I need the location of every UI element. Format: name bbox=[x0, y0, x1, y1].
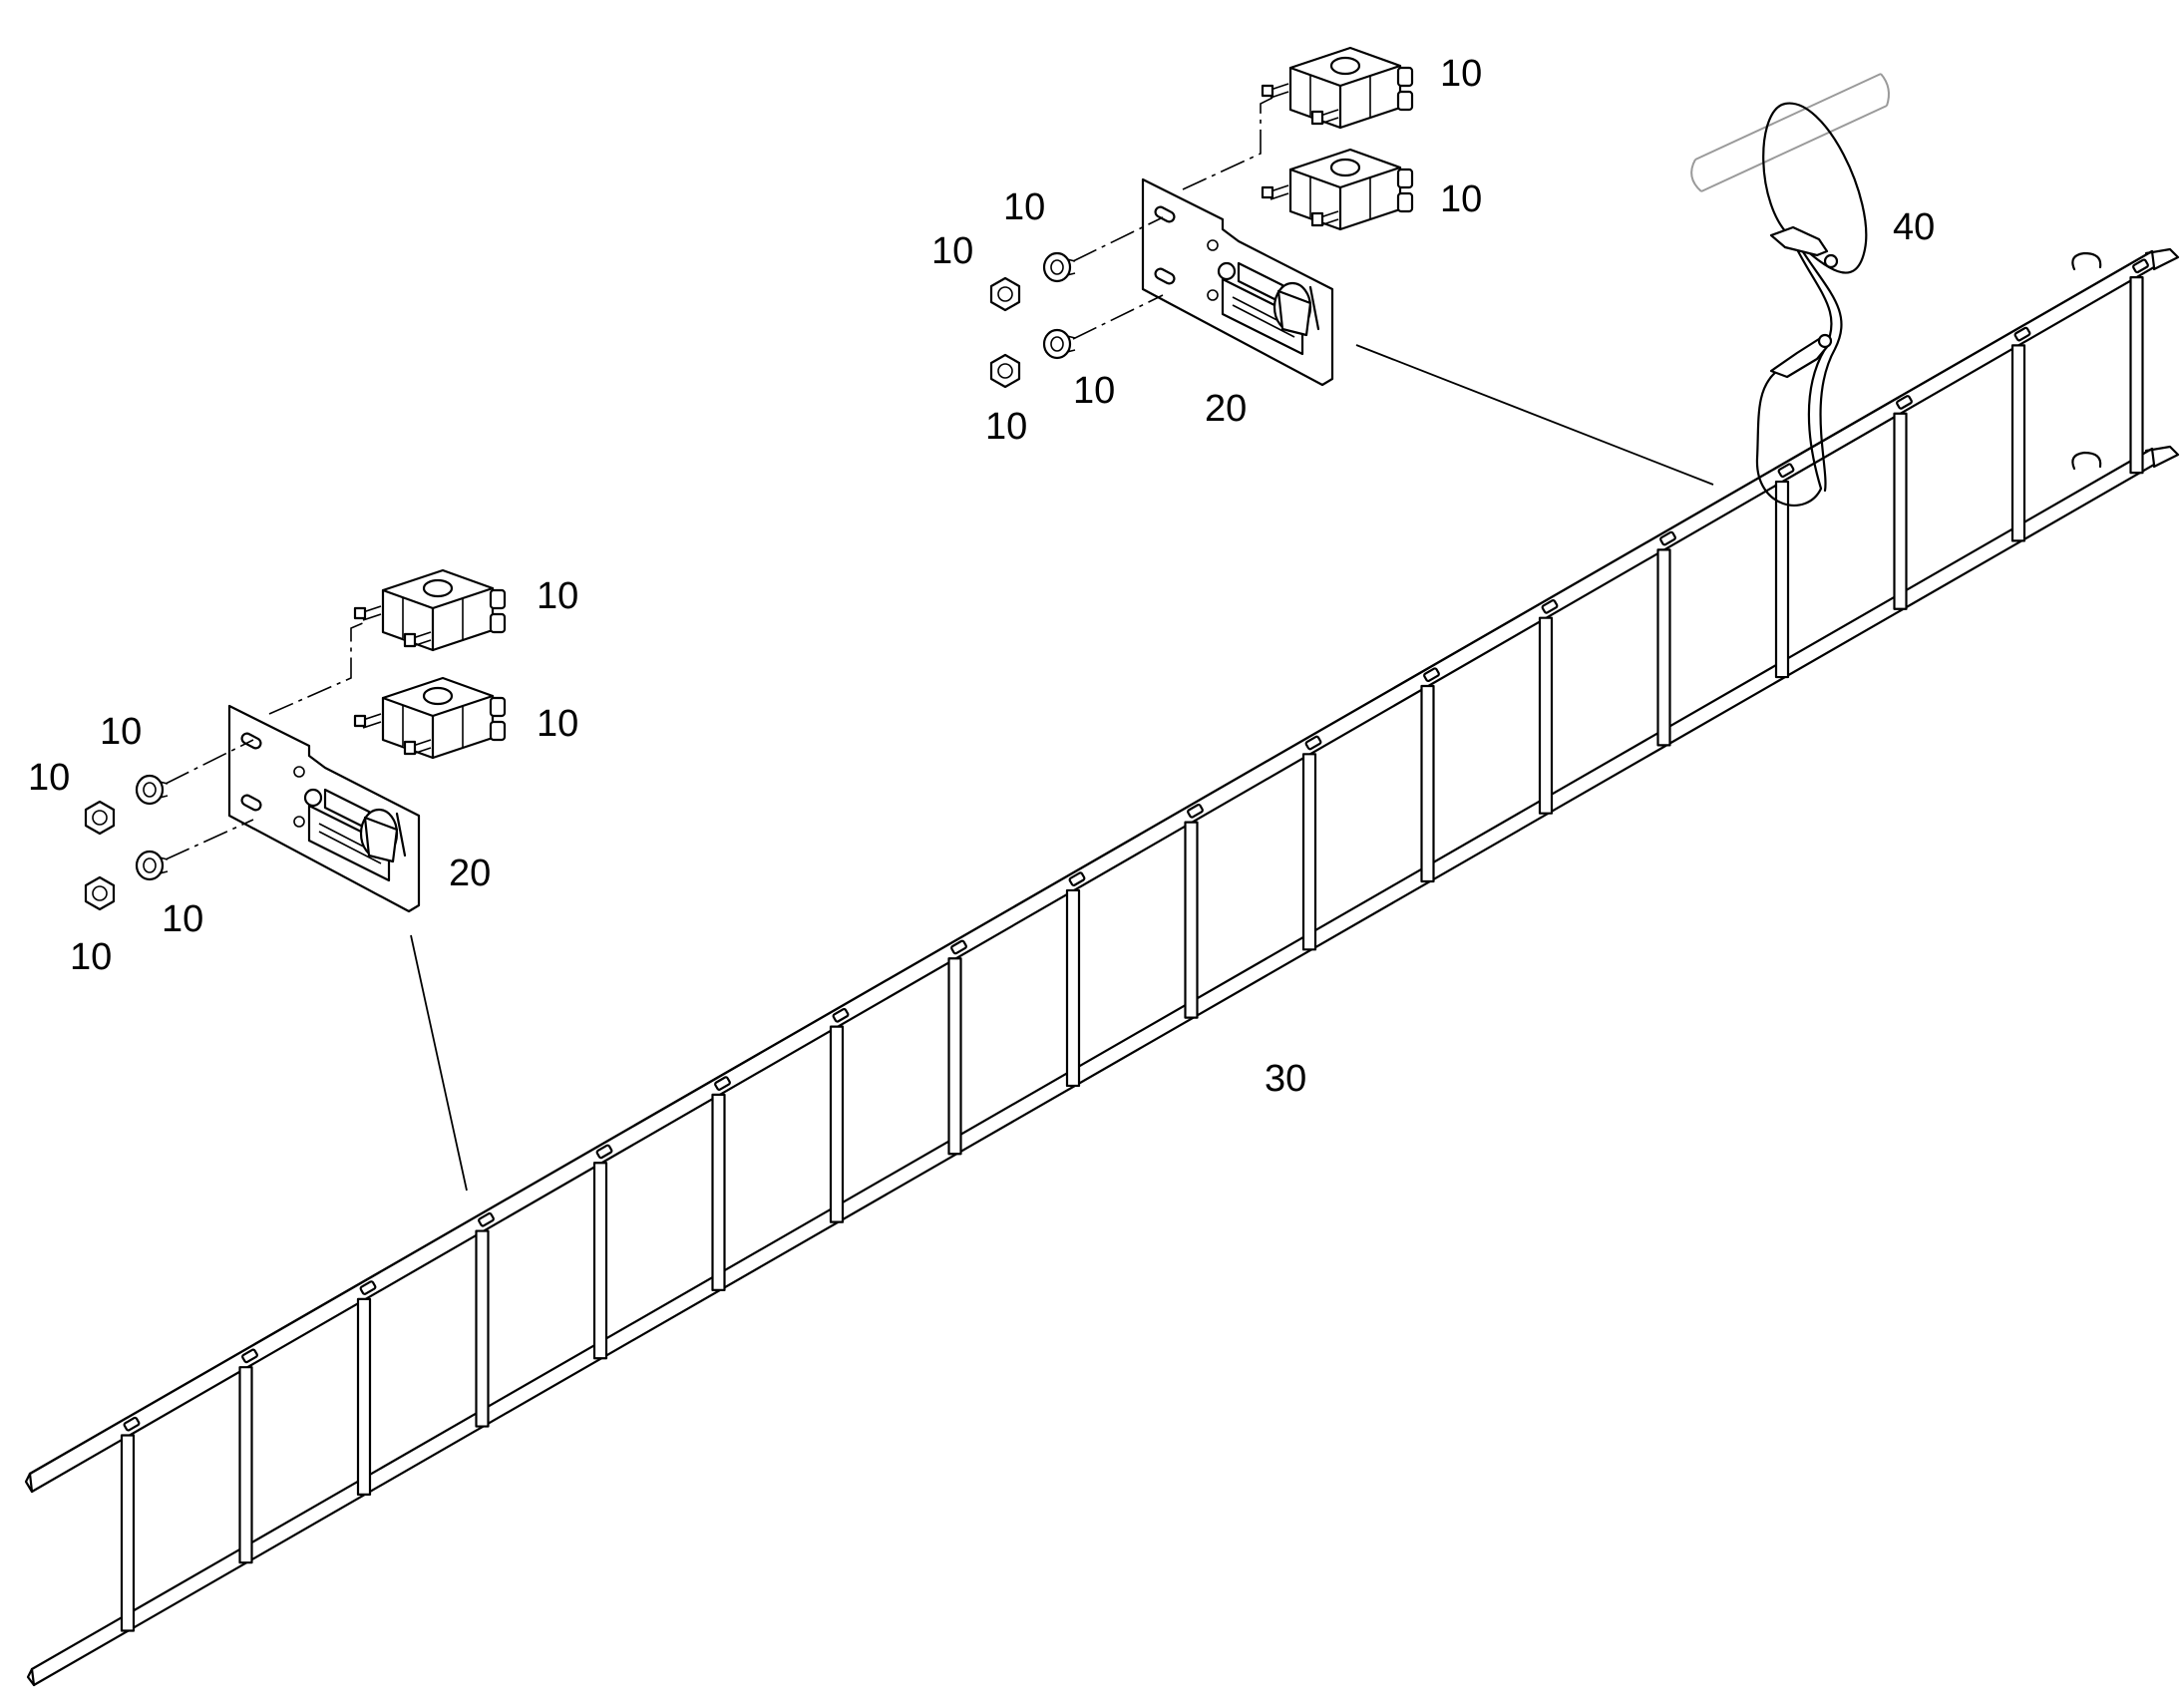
ladder-rung bbox=[238, 1366, 253, 1564]
lower-washer-bottom bbox=[135, 850, 170, 881]
rail-hole bbox=[1541, 599, 1559, 614]
ladder-rung bbox=[2010, 344, 2026, 542]
callout-10-lower-washer-top: 10 bbox=[100, 711, 142, 753]
ladder-rung bbox=[120, 1434, 136, 1632]
callout-labels: 10 10 10 10 10 10 20 40 10 10 10 10 10 1… bbox=[28, 53, 1935, 1100]
ladder-rung bbox=[711, 1093, 726, 1292]
callout-10-upper-nut-top: 10 bbox=[931, 230, 973, 272]
callout-10-upper-clamp-top: 10 bbox=[1440, 53, 1482, 95]
rail-hole bbox=[1896, 395, 1913, 410]
upper-clamp-bottom bbox=[1261, 148, 1414, 231]
callout-10-upper-clamp-bottom: 10 bbox=[1440, 178, 1482, 220]
rail-hole bbox=[123, 1416, 141, 1432]
ladder-rung bbox=[1184, 821, 1199, 1019]
callout-10-upper-washer-bottom: 10 bbox=[1073, 370, 1115, 412]
callout-40-safety-cable: 40 bbox=[1893, 206, 1935, 248]
ladder-rung bbox=[592, 1162, 608, 1360]
ladder-rung bbox=[829, 1025, 845, 1223]
callout-10-upper-washer-top: 10 bbox=[1003, 186, 1045, 228]
lower-clamp-top bbox=[353, 568, 507, 652]
rail-hole bbox=[714, 1076, 731, 1091]
ladder-rung bbox=[1301, 753, 1317, 951]
lower-washer-top bbox=[135, 774, 170, 806]
rail-hole bbox=[1304, 735, 1322, 751]
ladder-rung bbox=[1774, 480, 1790, 679]
rail-hole bbox=[241, 1348, 258, 1364]
callout-10-lower-nut-bottom: 10 bbox=[70, 936, 112, 978]
callout-10-lower-nut-top: 10 bbox=[28, 757, 70, 799]
rail-hole bbox=[1423, 667, 1440, 683]
rail-hole bbox=[2132, 258, 2149, 274]
callout-10-lower-washer-bottom: 10 bbox=[162, 898, 203, 940]
rail-hole bbox=[1659, 530, 1676, 546]
ladder-rung bbox=[1893, 412, 1908, 610]
lower-nut-bottom bbox=[84, 875, 116, 911]
upper-washer-bottom bbox=[1042, 328, 1077, 360]
ladder-rung bbox=[2129, 275, 2144, 475]
rail-hole bbox=[595, 1144, 613, 1160]
rail-hole bbox=[950, 939, 967, 955]
ladder-rungs bbox=[120, 275, 2144, 1632]
ladder-rung bbox=[356, 1297, 372, 1496]
rail-hole bbox=[832, 1007, 850, 1023]
lower-nut-top bbox=[84, 800, 116, 836]
rail-hole bbox=[1777, 463, 1795, 479]
ladder-assembly bbox=[24, 247, 2180, 1687]
upper-nut-bottom bbox=[989, 353, 1021, 389]
callout-10-upper-nut-bottom: 10 bbox=[985, 406, 1027, 448]
ladder-rung bbox=[1065, 888, 1081, 1088]
ladder-rung bbox=[947, 957, 962, 1156]
upper-nut-top bbox=[989, 276, 1021, 312]
ladder-rung bbox=[1656, 548, 1671, 747]
rail-holes bbox=[123, 258, 2149, 1432]
ladder-rung bbox=[1420, 684, 1435, 883]
upper-bracket-group bbox=[989, 46, 1714, 486]
callout-20-upper-bracket: 20 bbox=[1205, 388, 1247, 430]
rail-hole bbox=[1068, 871, 1086, 886]
upper-washer-top bbox=[1042, 251, 1077, 283]
rail-hole bbox=[478, 1211, 495, 1227]
rail-hole bbox=[1187, 803, 1204, 819]
upper-clamp-top bbox=[1261, 46, 1414, 130]
lower-bracket-group bbox=[84, 568, 507, 1192]
callout-10-lower-clamp-top: 10 bbox=[537, 575, 578, 617]
safety-cable-group bbox=[1690, 73, 1890, 507]
ladder-rung bbox=[475, 1229, 490, 1428]
rail-hole bbox=[359, 1280, 377, 1295]
callout-20-lower-bracket: 20 bbox=[449, 853, 491, 894]
callout-10-lower-clamp-bottom: 10 bbox=[537, 703, 578, 745]
rail-hole bbox=[2013, 326, 2031, 342]
callout-30-ladder: 30 bbox=[1265, 1058, 1306, 1100]
lower-clamp-bottom bbox=[353, 676, 507, 760]
ladder-rung bbox=[1538, 616, 1554, 815]
